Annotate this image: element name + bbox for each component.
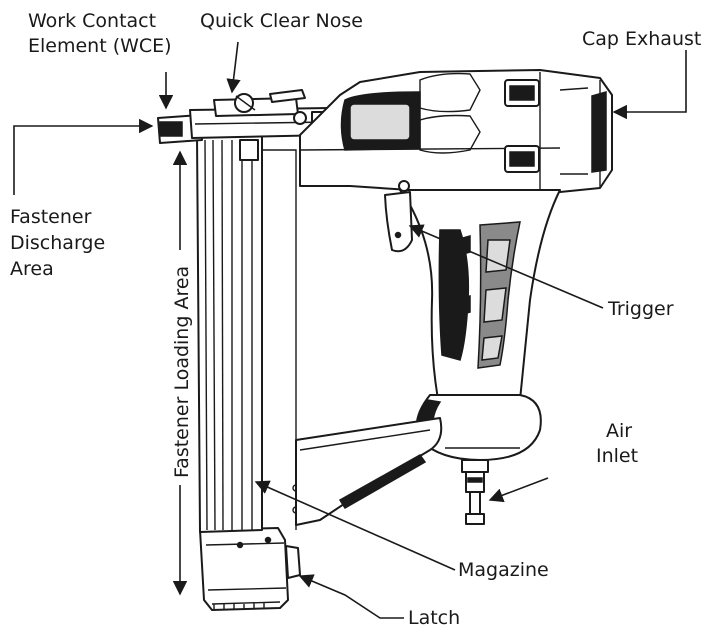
label-wce-line1: Work Contact: [28, 10, 156, 32]
label-latch: Latch: [408, 607, 460, 628]
label-trigger: Trigger: [607, 298, 674, 320]
callout-labels: Work Contact Element (WCE) Quick Clear N…: [10, 10, 701, 628]
label-discharge-line1: Fastener: [10, 206, 92, 228]
tool-body: [299, 69, 613, 193]
magazine-base: [199, 527, 301, 611]
lower-frame: [295, 417, 443, 526]
label-discharge-line2: Discharge: [10, 232, 105, 254]
air-inlet-fitting: [461, 459, 489, 525]
nailer-illustration: [157, 69, 613, 611]
label-magazine: Magazine: [458, 559, 549, 581]
magazine-rails: [196, 131, 300, 533]
label-discharge-line3: Area: [10, 258, 54, 280]
label-cap-exhaust: Cap Exhaust: [582, 28, 701, 50]
label-wce-line2: Element (WCE): [28, 35, 172, 57]
label-air-inlet-line1: Air: [606, 420, 632, 442]
handle: [399, 189, 561, 421]
label-air-inlet-line2: Inlet: [596, 445, 638, 467]
label-loading-area: Fastener Loading Area: [171, 266, 193, 478]
leader-lines: [13, 41, 687, 619]
trigger-part: [384, 180, 413, 253]
label-quick-clear-nose: Quick Clear Nose: [200, 10, 363, 32]
